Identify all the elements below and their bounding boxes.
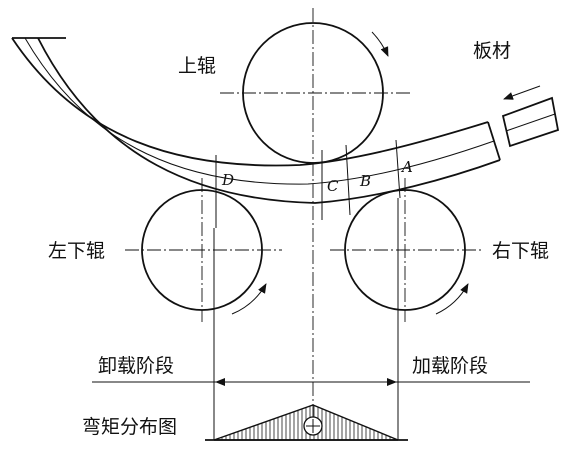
- label-right-lower-roll: 右下辊: [492, 240, 549, 262]
- label-moment-distribution: 弯矩分布图: [82, 416, 177, 438]
- label-left-lower-roll: 左下辊: [48, 240, 105, 262]
- point-label-c: C: [327, 177, 339, 195]
- label-sheet: 板材: [473, 40, 511, 62]
- section-line-a: [395, 139, 401, 199]
- bent-sheet: [11, 37, 501, 204]
- upper-roll-rotation-arrow: [371, 31, 389, 57]
- left-lower-roll-rotation-arrow: [231, 283, 267, 315]
- sheet-bottom-edge: [37, 37, 501, 204]
- point-label-d: D: [221, 171, 234, 189]
- right-lower-roll: [330, 178, 482, 322]
- sheet-middle-line: [24, 37, 495, 185]
- feed-direction-arrow: [503, 85, 541, 100]
- label-loading-stage: 加载阶段: [412, 355, 488, 377]
- point-label-b: B: [359, 172, 371, 190]
- upper-roll: [220, 8, 410, 420]
- section-lines: [213, 139, 401, 440]
- incoming-sheet-outline: [501, 96, 560, 148]
- section-line-b: [345, 144, 351, 216]
- incoming-sheet: [501, 85, 560, 148]
- left-lower-roll: [125, 178, 282, 322]
- incoming-sheet-middle-line: [505, 113, 556, 132]
- sheet-top-edge: [11, 37, 489, 167]
- point-label-a: A: [400, 158, 413, 176]
- label-unloading-stage: 卸载阶段: [98, 355, 174, 377]
- label-upper-roll: 上辊: [178, 55, 216, 77]
- sheet-right-end: [487, 121, 501, 161]
- moment-diagram: [205, 404, 408, 441]
- right-lower-roll-rotation-arrow: [435, 283, 469, 315]
